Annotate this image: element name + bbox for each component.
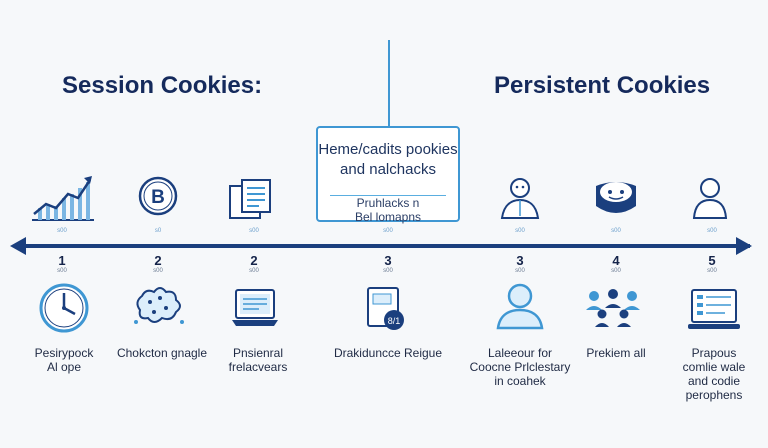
timeline-number-sub: s00 — [707, 268, 717, 274]
mask-face-icon — [596, 182, 636, 213]
timeline-number: 4 — [612, 253, 620, 268]
person-bust-icon — [500, 178, 540, 219]
laptop-icon — [232, 289, 278, 326]
top-tick-label: s00 — [383, 228, 393, 234]
timeline-number: 3 — [516, 253, 524, 268]
timeline-number-sub: s00 — [57, 268, 67, 274]
svg-text:B: B — [151, 187, 165, 208]
svg-text:8/1: 8/1 — [388, 316, 401, 326]
session-cookies-heading: Session Cookies: — [62, 72, 263, 99]
monitor-list-icon — [688, 289, 740, 329]
bottom-label: Pesirypock Al ope — [34, 346, 94, 374]
bottom-label: Prapous comlie wale and codie perophens — [682, 346, 746, 402]
folder-document-icon — [229, 179, 271, 219]
top-tick-label: s0 — [154, 228, 162, 234]
user-group-icon — [586, 289, 640, 327]
timeline-number-sub: s00 — [383, 268, 393, 274]
timeline-left-arrow — [10, 237, 26, 255]
timeline-axis — [18, 244, 750, 248]
bottom-label: Prekiem all — [586, 346, 646, 360]
timeline-number: 3 — [384, 253, 392, 268]
timeline-number: 2 — [154, 253, 162, 268]
timeline-number-sub: s00 — [611, 268, 621, 274]
callout-title-line2: and nalchacks — [340, 161, 436, 178]
top-tick-label: s00 — [57, 228, 67, 234]
top-tick-label: s00 — [707, 228, 717, 234]
growth-chart-icon — [32, 176, 94, 221]
cookie-crumbs-icon — [134, 287, 184, 324]
timeline-right-arrow — [736, 237, 752, 255]
secure-document-icon: 8/1 — [367, 287, 404, 330]
center-callout-box: Heme/cadits pookies and nalchacks Pruhla… — [316, 126, 460, 224]
top-tick-label: s00 — [611, 228, 621, 234]
callout-title-line1: Heme/cadits pookies — [318, 141, 458, 158]
bitcoin-coin-icon: B — [138, 176, 178, 216]
top-tick-label: s00 — [515, 228, 525, 234]
callout-sub-line2: Bel lomapns — [354, 210, 422, 224]
timeline-number-sub: s00 — [153, 268, 163, 274]
timeline-number: 1 — [58, 253, 66, 268]
bottom-label: Laleeour for Coocne Prlclestary in coahe… — [469, 346, 571, 388]
bottom-label: Pnsienral frelacvears — [228, 346, 288, 374]
timeline-number-sub: s00 — [515, 268, 525, 274]
bottom-label: Chokcton gnagle — [116, 346, 208, 360]
user-profile-icon — [692, 178, 728, 219]
timeline-number-sub: s00 — [249, 268, 259, 274]
persistent-cookies-heading: Persistent Cookies — [494, 72, 711, 99]
top-tick-label: s00 — [249, 228, 259, 234]
callout-sub-line1: Pruhlacks n — [356, 196, 420, 210]
user-circle-icon — [496, 283, 544, 330]
clock-icon — [39, 283, 89, 333]
callout-divider — [330, 195, 446, 196]
center-connector-line — [388, 40, 390, 126]
timeline-number: 2 — [250, 253, 258, 268]
bottom-label: Drakiduncce Reigue — [333, 346, 443, 360]
timeline-number: 5 — [708, 253, 716, 268]
